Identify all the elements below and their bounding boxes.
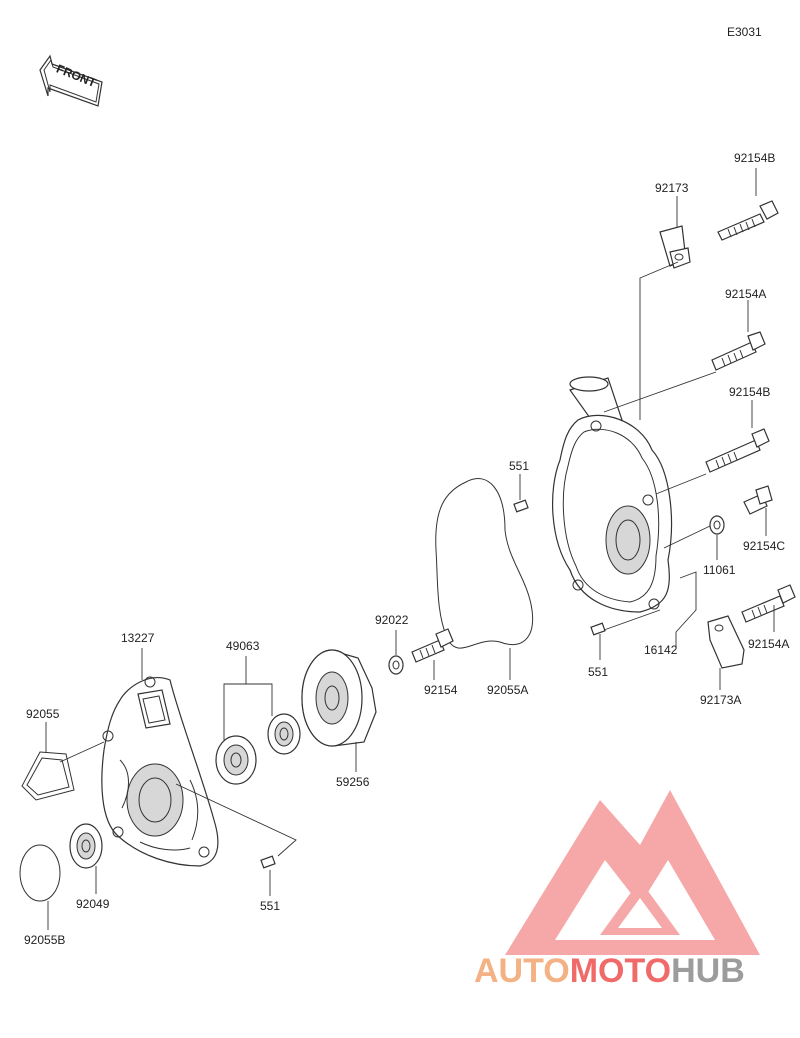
bolt-92154B-top <box>717 200 779 241</box>
impeller-59256 <box>301 649 377 747</box>
part-labels: 92154B 92173 92154A 92154B 551 92154C 11… <box>24 151 789 947</box>
clamp-92173 <box>659 225 691 269</box>
watermark-word-hub: HUB <box>671 952 745 990</box>
label-92173A: 92173A <box>700 693 741 707</box>
label-551-right: 551 <box>588 665 608 679</box>
pump-cover-16142 <box>552 376 673 613</box>
bolt-92154A-mid <box>711 331 766 371</box>
diagram-code: E3031 <box>727 25 762 39</box>
washer-92022 <box>388 655 404 675</box>
label-551-upper: 551 <box>509 459 529 473</box>
leader-lines <box>45 168 775 930</box>
label-92173: 92173 <box>655 181 689 195</box>
washer-11061 <box>709 515 725 535</box>
label-92049: 92049 <box>76 897 110 911</box>
bolt-92154C <box>743 485 773 515</box>
label-92154B-low: 92154B <box>729 385 770 399</box>
gasket-92055A <box>435 478 534 649</box>
o-ring-92055B <box>19 844 61 902</box>
dowel-551-upper <box>513 499 529 513</box>
label-92154A-low: 92154A <box>748 637 789 651</box>
clamp-92173A <box>707 615 745 669</box>
label-59256: 59256 <box>336 775 370 789</box>
label-92022: 92022 <box>375 613 409 627</box>
dowel-551-right <box>590 622 606 636</box>
seal-49063-b <box>215 735 257 785</box>
label-551-low: 551 <box>260 899 280 913</box>
label-92055: 92055 <box>26 707 60 721</box>
oil-seal-92049 <box>69 823 103 869</box>
watermark-word-auto: AUTO <box>474 952 570 990</box>
label-92154: 92154 <box>424 683 458 697</box>
bolt-92154 <box>411 628 454 663</box>
bolt-92154B-low <box>705 428 770 473</box>
label-13227: 13227 <box>121 631 155 645</box>
bolt-92154A-low <box>741 584 796 623</box>
label-92055B: 92055B <box>24 933 65 947</box>
watermark-word-moto: MOTO <box>570 952 671 990</box>
label-92055A: 92055A <box>487 683 528 697</box>
label-92154A-mid: 92154A <box>725 287 766 301</box>
o-ring-92055 <box>21 751 75 801</box>
label-92154C: 92154C <box>743 539 785 553</box>
watermark-logo <box>505 790 760 955</box>
label-49063: 49063 <box>226 639 260 653</box>
label-92154B-top: 92154B <box>734 151 775 165</box>
label-11061: 11061 <box>703 563 736 577</box>
watermark-text: AUTOMOTOHUB <box>474 952 745 990</box>
dowel-551-low <box>260 855 276 869</box>
seal-49063-a <box>267 713 301 755</box>
pump-body-13227 <box>101 676 219 867</box>
label-16142: 16142 <box>644 643 678 657</box>
front-arrow-icon: FRONT <box>39 54 103 107</box>
